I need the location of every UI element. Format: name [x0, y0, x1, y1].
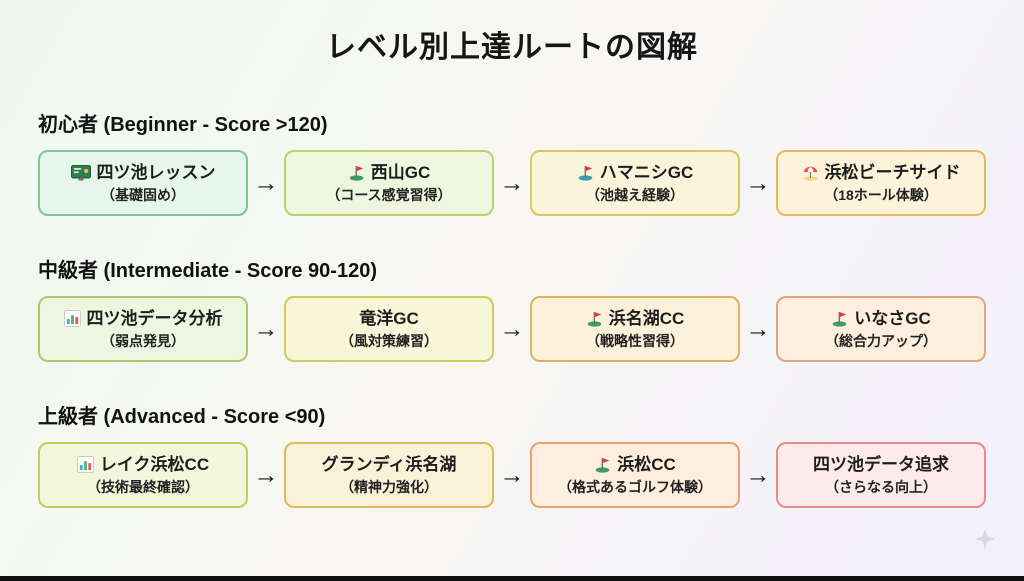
node-desc: （池越え経験）: [586, 187, 684, 204]
arrow-right-icon: →: [745, 460, 771, 489]
section-header-beginner: 初心者 (Beginner - Score >120): [38, 114, 328, 136]
node-name: ハマニシGC: [599, 162, 694, 182]
node-desc: （格式あるゴルフ体験）: [558, 479, 712, 496]
node-desc: （技術最終確認）: [87, 479, 199, 496]
node-name: 浜松ビーチサイド: [824, 162, 961, 182]
node-name: 浜松CC: [617, 454, 676, 474]
arrow-right-icon: →: [499, 314, 525, 343]
flow-node: レイク浜松CC （技術最終確認）: [38, 442, 248, 508]
flow-node: ハマニシGC （池越え経験）: [530, 150, 740, 216]
arrow-right-icon: →: [745, 168, 771, 197]
advanced-route-row: レイク浜松CC （技術最終確認） → グランディ浜名湖 （精神力強化） → 浜松…: [38, 442, 986, 508]
golf-flag-icon: [586, 310, 603, 328]
flow-node: いなさGC （総合力アップ）: [776, 296, 986, 362]
golf-flag-icon: [577, 164, 594, 182]
arrow-right-icon: →: [253, 168, 279, 197]
node-name: 浜名湖CC: [608, 308, 685, 328]
flow-node: 浜名湖CC （戦略性習得）: [530, 296, 740, 362]
node-desc: （18ホール体験）: [824, 187, 938, 204]
section-header-advanced: 上級者 (Advanced - Score <90): [38, 406, 326, 428]
diagram-page: レベル別上達ルートの図解 初心者 (Beginner - Score >120)…: [0, 22, 1024, 508]
node-name: グランディ浜名湖: [321, 454, 457, 474]
beach-umbrella-icon: [802, 164, 819, 182]
node-name: 竜洋GC: [359, 308, 419, 328]
flow-node: 西山GC （コース感覚習得）: [284, 150, 494, 216]
flow-node: 四ツ池データ分析 （弱点発見）: [38, 296, 248, 362]
node-name: 四ツ池データ分析: [86, 308, 223, 328]
node-desc: （総合力アップ）: [825, 333, 937, 350]
bar-chart-icon: [76, 456, 94, 474]
section-header-intermediate: 中級者 (Intermediate - Score 90-120): [38, 260, 377, 282]
node-name: いなさGC: [854, 308, 931, 328]
classroom-icon: [70, 164, 91, 181]
bottom-bar: [0, 576, 1024, 581]
arrow-right-icon: →: [499, 168, 525, 197]
node-desc: （基礎固め）: [101, 187, 185, 204]
arrow-right-icon: →: [745, 314, 771, 343]
beginner-route-row: 四ツ池レッスン （基礎固め） → 西山GC （コース感覚習得） → ハマニシGC…: [38, 150, 986, 216]
golf-flag-icon: [831, 310, 848, 328]
flow-node: グランディ浜名湖 （精神力強化）: [284, 442, 494, 508]
node-desc: （コース感覚習得）: [326, 187, 452, 204]
flow-node: 浜松ビーチサイド （18ホール体験）: [776, 150, 986, 216]
node-desc: （弱点発見）: [101, 333, 185, 350]
flow-node: 四ツ池レッスン （基礎固め）: [38, 150, 248, 216]
page-title: レベル別上達ルートの図解: [326, 31, 698, 64]
node-desc: （さらなる向上）: [825, 479, 937, 496]
flow-node: 浜松CC （格式あるゴルフ体験）: [530, 442, 740, 508]
bar-chart-icon: [63, 310, 81, 328]
node-desc: （風対策練習）: [340, 333, 438, 350]
arrow-right-icon: →: [253, 460, 279, 489]
golf-flag-icon: [594, 456, 611, 474]
golf-flag-icon: [348, 164, 365, 182]
node-name: レイク浜松CC: [99, 454, 210, 474]
node-name: 四ツ池データ追求: [813, 454, 949, 474]
node-desc: （精神力強化）: [340, 479, 438, 496]
node-desc: （戦略性習得）: [586, 333, 684, 350]
flow-node: 竜洋GC （風対策練習）: [284, 296, 494, 362]
arrow-right-icon: →: [499, 460, 525, 489]
intermediate-route-row: 四ツ池データ分析 （弱点発見） → 竜洋GC （風対策練習） → 浜名湖CC （…: [38, 296, 986, 362]
node-name: 四ツ池レッスン: [96, 162, 216, 182]
sparkle-icon: [972, 526, 998, 557]
node-name: 西山GC: [370, 162, 431, 182]
arrow-right-icon: →: [253, 314, 279, 343]
flow-node: 四ツ池データ追求 （さらなる向上）: [776, 442, 986, 508]
